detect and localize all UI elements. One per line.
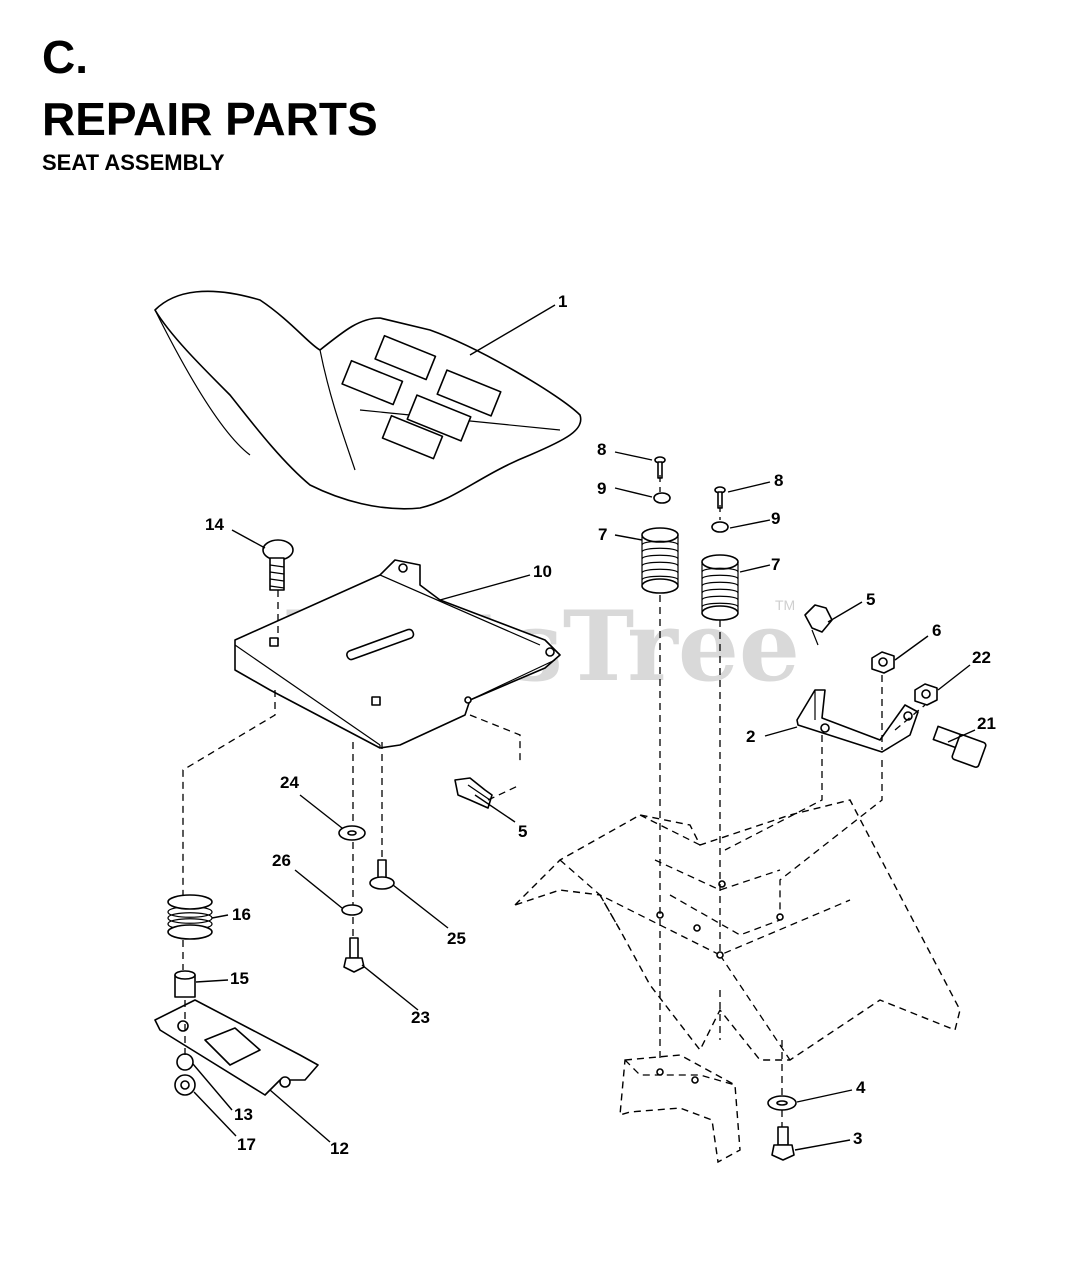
carriage-bolt (262, 539, 294, 591)
bolt-23 (343, 937, 365, 973)
watermark-trademark: TM (775, 597, 795, 613)
seat-support-bracket (796, 689, 919, 753)
lock-nut (174, 1053, 196, 1096)
lock-washer-26 (341, 904, 363, 916)
washer-9-left (653, 492, 671, 504)
shoulder-bolt-25 (369, 859, 395, 890)
callout-21: 21 (977, 714, 996, 733)
callout-labels: 1 14 10 8 9 7 8 9 7 5 6 22 2 21 24 5 26 … (205, 292, 996, 1158)
callout-5-left: 5 (518, 822, 527, 841)
callout-26: 26 (272, 851, 291, 870)
callout-9-right: 9 (771, 509, 780, 528)
callout-6: 6 (932, 621, 941, 640)
seat (154, 290, 582, 510)
leader-lines (192, 304, 976, 1151)
adjustment-knob (932, 725, 987, 768)
seat-pan (234, 559, 561, 749)
nut-6 (871, 651, 895, 674)
seat-clip-left (454, 714, 521, 809)
callout-12: 12 (330, 1139, 349, 1158)
callout-8-right: 8 (774, 471, 783, 490)
bolt-8-left (654, 456, 666, 479)
seat-bracket (154, 999, 319, 1096)
tractor-frame (514, 799, 961, 1164)
callout-7-left: 7 (598, 525, 607, 544)
callout-5-right: 5 (866, 590, 875, 609)
section-letter: C. (42, 31, 88, 83)
callout-25: 25 (447, 929, 466, 948)
spacer (174, 970, 196, 998)
callout-1: 1 (558, 292, 567, 311)
callout-13: 13 (234, 1105, 253, 1124)
seat-spring-7-right (701, 554, 739, 621)
callout-15: 15 (230, 969, 249, 988)
callout-14: 14 (205, 515, 224, 534)
callout-17: 17 (237, 1135, 256, 1154)
seat-spring-left (167, 894, 213, 940)
callout-24: 24 (280, 773, 299, 792)
callout-22: 22 (972, 648, 991, 667)
washer-9-right (711, 521, 729, 533)
callout-9-left: 9 (597, 479, 606, 498)
callout-4: 4 (856, 1078, 866, 1097)
seat-spring-7-left (641, 527, 679, 594)
washer-4 (767, 1095, 797, 1111)
callout-16: 16 (232, 905, 251, 924)
callout-7-right: 7 (771, 555, 780, 574)
bolt-8-right (714, 486, 726, 509)
callout-8-left: 8 (597, 440, 606, 459)
seat-clip-right (804, 604, 833, 646)
nut-22 (914, 683, 938, 706)
callout-23: 23 (411, 1008, 430, 1027)
callout-3: 3 (853, 1129, 862, 1148)
page-subtitle: SEAT ASSEMBLY (42, 150, 225, 175)
callout-10: 10 (533, 562, 552, 581)
callout-2: 2 (746, 727, 755, 746)
washer-24 (338, 825, 366, 841)
page-title: REPAIR PARTS (42, 93, 378, 145)
bolt-3 (771, 1126, 795, 1161)
assembly-lines (182, 475, 926, 1127)
